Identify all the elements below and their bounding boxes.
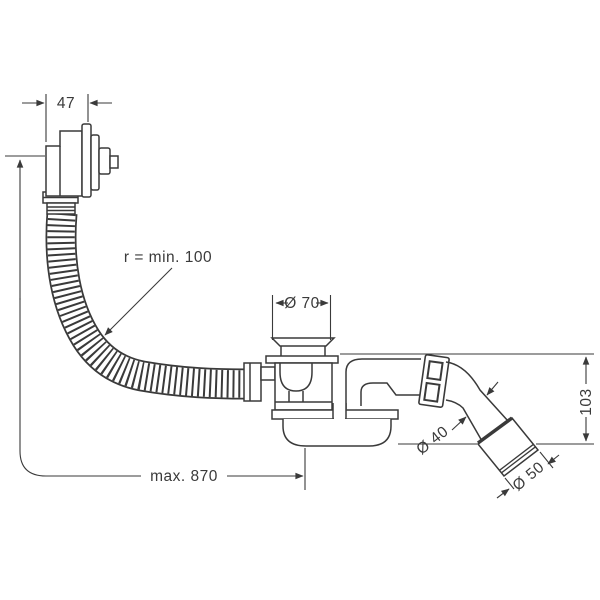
- overflow-threaded-collar: [46, 202, 76, 215]
- dimension-103: 103: [340, 353, 595, 445]
- overflow-fitting: [42, 123, 119, 215]
- union-nut: [418, 354, 450, 408]
- outlet-pipe-45: [445, 361, 540, 478]
- dimension-dia-70: Ø 70: [271, 295, 332, 340]
- outlet-pipe-lower-edge: [445, 399, 483, 442]
- leader-arrow: [104, 267, 173, 336]
- dim-47-label: 47: [57, 95, 75, 112]
- dimension-leader-curve: [19, 298, 141, 477]
- dimension-arrow: [451, 416, 467, 431]
- union-nut-facet: [426, 360, 444, 381]
- radius-note-label: r = min. 100: [124, 249, 212, 266]
- waste-trap: [243, 337, 421, 447]
- dim-103-label: 103: [578, 388, 595, 415]
- overflow-knob-stem: [109, 155, 119, 169]
- dimension-arrow: [486, 381, 499, 396]
- waste-clamp-ring: [265, 355, 339, 364]
- flexible-hose: [45, 211, 247, 400]
- union-nut-facet: [423, 381, 441, 403]
- outlet-elbow-outer-edge: [345, 358, 421, 409]
- extension-line: [539, 451, 554, 469]
- waste-flange-plate: [270, 337, 336, 347]
- waste-inner-dome: [279, 363, 313, 392]
- socket-rim-line: [501, 446, 536, 474]
- dimension-47: 47: [22, 94, 112, 142]
- dimension-radius-note: r = min. 100: [104, 249, 212, 336]
- overflow-inner-disc: [90, 134, 100, 191]
- outlet-elbow-inner-edge: [360, 382, 420, 406]
- overflow-knob: [98, 147, 111, 175]
- dimension-max-870: max. 870: [5, 155, 306, 490]
- trap-inlet-stub: [260, 366, 276, 381]
- dim-dia70-label: Ø 70: [284, 295, 320, 312]
- dimension-arrow: [496, 488, 510, 499]
- outlet-pipe-upper-edge: [445, 361, 509, 422]
- hose-corrugation-ribs: [47, 211, 247, 398]
- socket-rim-line: [499, 443, 534, 471]
- trap-inlet-nut: [243, 362, 262, 402]
- socket-joint-line: [476, 416, 514, 445]
- extension-line: [504, 477, 515, 490]
- dim-max-870-label: max. 870: [150, 468, 218, 485]
- trap-cup: [282, 419, 392, 447]
- overflow-rosette-flange: [81, 123, 92, 198]
- dimension-arrow: [547, 454, 560, 465]
